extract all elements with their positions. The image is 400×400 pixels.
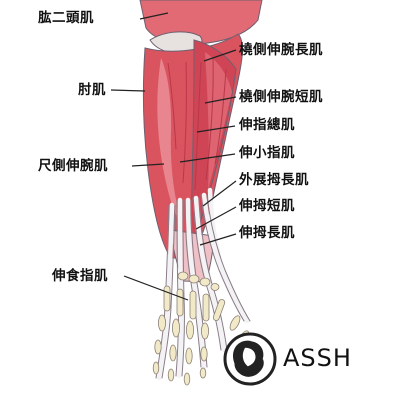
label-extensor-carpi-radialis-brevis: 橈側伸腕短肌 [239, 89, 323, 105]
label-extensor-pollicis-brevis: 伸拇短肌 [239, 198, 295, 214]
label-extensor-digiti-minimi: 伸小指肌 [239, 145, 295, 161]
label-extensor-carpi-radialis-longus: 橈側伸腕長肌 [239, 42, 323, 58]
label-biceps: 肱二頭肌 [38, 10, 94, 26]
elbow-region [139, 0, 263, 54]
label-extensor-digitorum: 伸指總肌 [239, 117, 295, 133]
assh-logo-mark [223, 332, 277, 386]
label-abductor-pollicis-longus: 外展拇長肌 [239, 172, 309, 188]
leader-lines [110, 12, 237, 301]
forearm-muscles [142, 33, 243, 259]
label-extensor-indicis: 伸食指肌 [52, 268, 108, 284]
assh-logo-text: ASSH [283, 344, 352, 372]
label-extensor-pollicis-longus: 伸拇長肌 [239, 225, 295, 241]
label-extensor-carpi-ulnaris: 尺側伸腕肌 [38, 158, 108, 174]
label-anconeus: 肘肌 [78, 82, 106, 98]
